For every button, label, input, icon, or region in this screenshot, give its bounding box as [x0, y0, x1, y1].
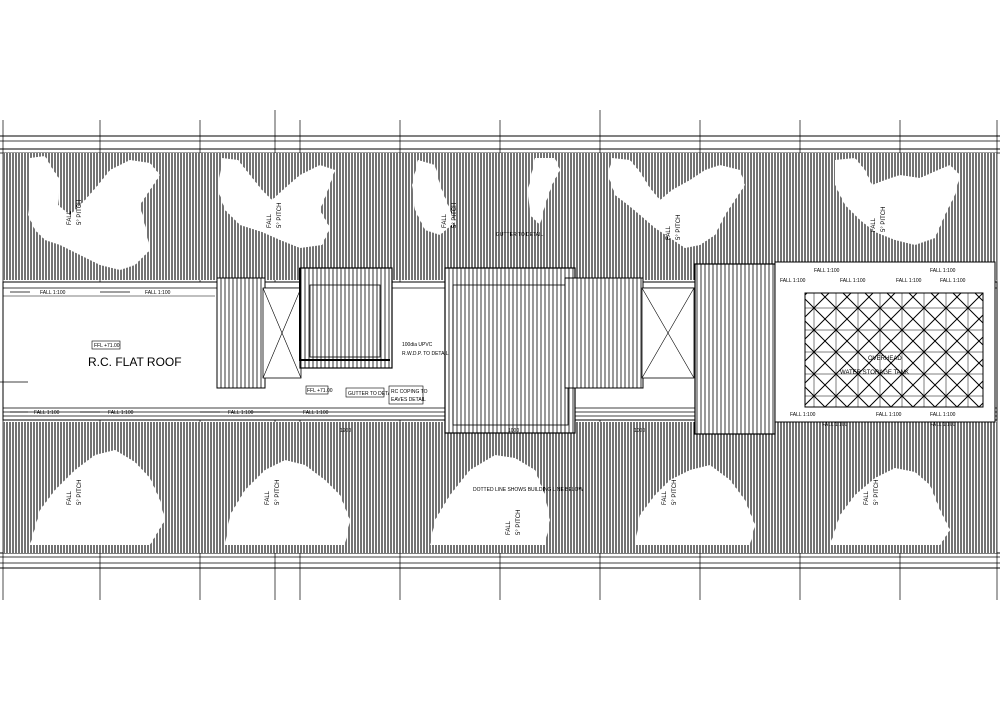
- fall-label: FALL: [662, 490, 668, 505]
- pitch-label: 5° PITCH: [77, 480, 83, 505]
- level-tag-2: FFL +71.00: [307, 388, 333, 394]
- pitch-label: 5° PITCH: [277, 203, 283, 228]
- pitch-label: 5° PITCH: [676, 215, 682, 240]
- fall-note: FALL 1:100: [930, 412, 956, 418]
- level-tag: FFL +71.00: [94, 343, 120, 349]
- fall-note: FALL 1:100: [780, 278, 806, 284]
- fall-label: FALL: [265, 490, 271, 505]
- tank-label-1: OVERHEAD: [868, 356, 902, 362]
- pitch-label: 5° PITCH: [881, 207, 887, 232]
- upvc-label-1: 100dia UPVC: [402, 342, 433, 348]
- fall-note: FALL 1:100: [228, 410, 254, 416]
- dotted-line-label: DOTTED LINE SHOWS BUILDING LINE BELOW: [473, 487, 584, 493]
- pitch-arrows: FALL 5° PITCH FALL 5° PITCH FALL 5° PITC…: [67, 200, 887, 535]
- coping-label-2: EAVES DETAIL: [391, 397, 426, 403]
- fall-note: FALL 1:100: [930, 268, 956, 274]
- fall-label: FALL: [267, 213, 273, 228]
- dimension-label: 1000: [634, 428, 645, 434]
- fall-note: FALL 1:100: [303, 410, 329, 416]
- fall-note: FALL 1:100: [822, 422, 848, 428]
- fall-note: FALL 1:100: [108, 410, 134, 416]
- upvc-label-2: R.W.D.P. TO DETAIL: [402, 351, 449, 357]
- top-roof-hatch: [3, 153, 997, 280]
- fall-note: FALL 1:100: [896, 278, 922, 284]
- pitch-label: 5° PITCH: [275, 480, 281, 505]
- fall-label: FALL: [871, 217, 877, 232]
- fall-note: FALL 1:100: [876, 412, 902, 418]
- top-hatch-clearings: [28, 156, 960, 270]
- bottom-hatch-clearings: [30, 450, 950, 545]
- fall-note: FALL 1:100: [940, 278, 966, 284]
- pitch-label: 5° PITCH: [77, 200, 83, 225]
- drawing-labels: R.C. FLAT ROOF FFL +71.00 OVERHEAD WATER…: [34, 232, 966, 493]
- fall-label: FALL: [67, 490, 73, 505]
- fall-note: FALL 1:100: [34, 410, 60, 416]
- water-tank: [774, 261, 996, 423]
- fall-note: FALL 1:100: [930, 422, 956, 428]
- fall-label: FALL: [67, 210, 73, 225]
- fall-label: FALL: [666, 225, 672, 240]
- pitch-label: 5° PITCH: [672, 480, 678, 505]
- fall-label: FALL: [442, 213, 448, 228]
- gutter-top-label: GUTTER TO DETAIL: [496, 232, 543, 238]
- fall-note: FALL 1:100: [840, 278, 866, 284]
- fall-note: FALL 1:100: [40, 290, 66, 296]
- fall-note: FALL 1:100: [145, 290, 171, 296]
- fall-note: FALL 1:100: [790, 412, 816, 418]
- fall-note: FALL 1:100: [814, 268, 840, 274]
- pitch-label: 5° PITCH: [452, 203, 458, 228]
- coping-label-1: RC COPING TO: [391, 389, 428, 395]
- fall-arrows: [0, 291, 381, 413]
- core-center: [444, 263, 776, 435]
- dimension-label: 1900: [340, 428, 351, 434]
- flat-roof-label: R.C. FLAT ROOF: [88, 355, 182, 369]
- dimension-label: 1000: [508, 428, 519, 434]
- pitch-label: 5° PITCH: [874, 480, 880, 505]
- fall-label: FALL: [506, 520, 512, 535]
- fall-label: FALL: [864, 490, 870, 505]
- tank-label-2: WATER STORAGE TANK: [840, 370, 909, 376]
- core-left: [216, 267, 393, 389]
- gutter-box-label: GUTTER TO DETAIL: [348, 391, 395, 397]
- pitch-label: 5° PITCH: [516, 510, 522, 535]
